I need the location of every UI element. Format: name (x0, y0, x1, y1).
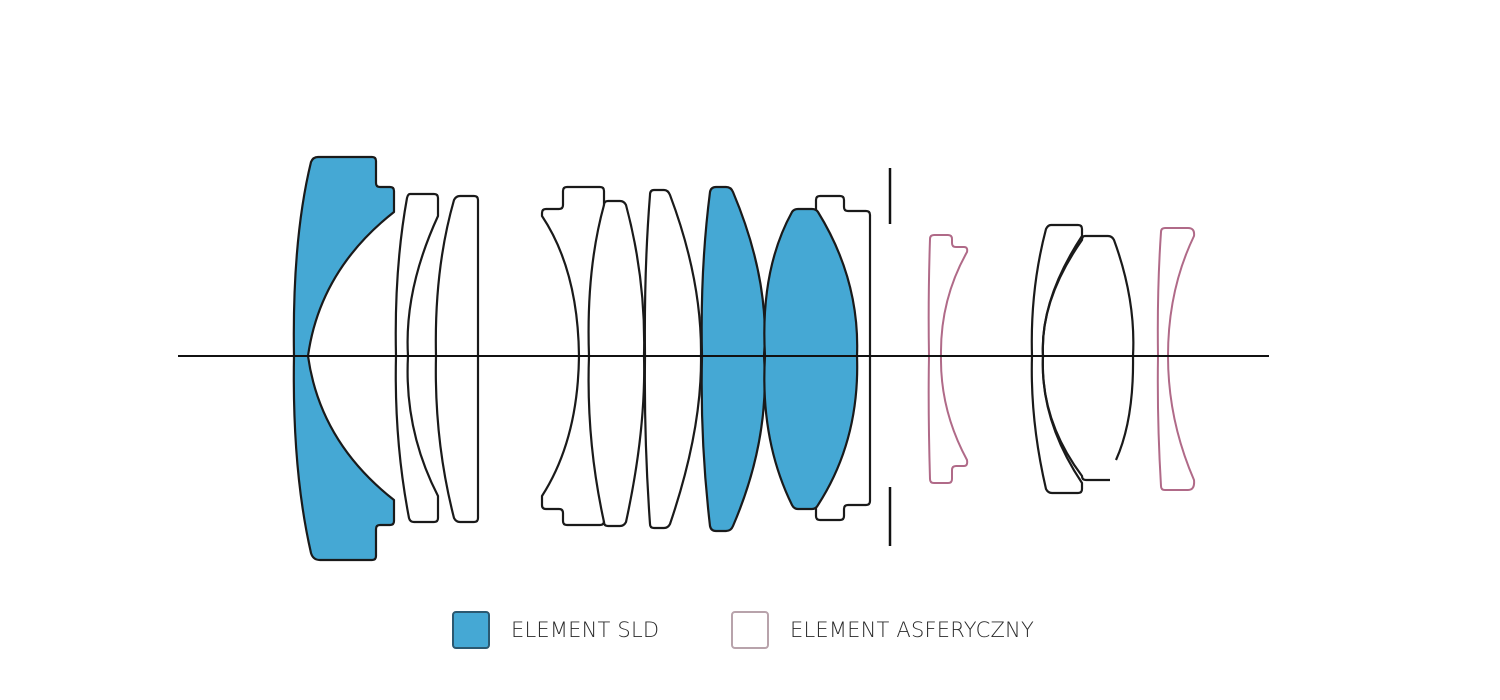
lens-element-13-aspherical (1156, 227, 1196, 491)
legend-label-aspherical: ELEMENT ASFERYCZNY (790, 618, 1034, 642)
lens-element-5 (587, 199, 646, 528)
legend-swatch-aspherical (731, 611, 769, 649)
lens-element-6 (643, 188, 703, 530)
lens-element-7-sld (700, 185, 766, 533)
lens-element-4 (540, 185, 606, 527)
legend-label-sld: ELEMENT SLD (511, 618, 660, 642)
legend-item-aspherical: ELEMENT ASFERYCZNY (731, 609, 1034, 651)
lens-element-10-aspherical (927, 234, 969, 484)
lens-element-2 (394, 192, 440, 524)
lens-element-8-sld (763, 207, 859, 511)
lens-element-3 (434, 194, 480, 524)
legend-item-sld: ELEMENT SLD (452, 609, 659, 651)
legend-swatch-sld (452, 611, 490, 649)
lens-element-1-sld (292, 155, 396, 562)
lens-element-11 (1030, 223, 1084, 495)
